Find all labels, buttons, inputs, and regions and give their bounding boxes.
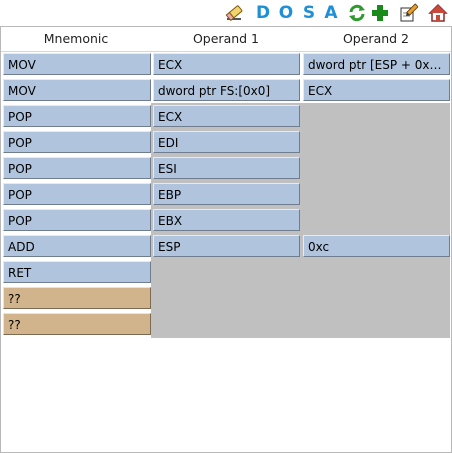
operand-1-cell[interactable]: ECX	[153, 105, 300, 127]
mnemonic-cell[interactable]: MOV	[3, 79, 151, 101]
d-button[interactable]: D	[255, 3, 271, 23]
add-icon[interactable]	[370, 3, 390, 23]
operand-1-cell[interactable]: ESI	[153, 157, 300, 179]
operand-1-cell[interactable]: ESP	[153, 235, 300, 257]
operand-1-cell[interactable]: EBP	[153, 183, 300, 205]
operand-2-cell[interactable]: ECX	[303, 79, 450, 101]
operand-1-cell[interactable]: EDI	[153, 131, 300, 153]
mnemonic-cell[interactable]: POP	[3, 157, 151, 179]
o-button[interactable]: O	[278, 3, 294, 23]
mnemonic-cell[interactable]: ADD	[3, 235, 151, 257]
home-icon[interactable]	[428, 3, 448, 23]
refresh-icon[interactable]	[347, 3, 367, 23]
column-header-operand-1[interactable]: Operand 1	[151, 27, 301, 52]
mnemonic-cell[interactable]: POP	[3, 209, 151, 231]
mnemonic-cell[interactable]: RET	[3, 261, 151, 283]
column-header-operand-2[interactable]: Operand 2	[301, 27, 451, 52]
mnemonic-cell[interactable]: ??	[3, 287, 151, 309]
operand-1-cell[interactable]: dword ptr FS:[0x0]	[153, 79, 300, 101]
operand-1-cell[interactable]: EBX	[153, 209, 300, 231]
a-button[interactable]: A	[324, 3, 338, 23]
operand-2-cell[interactable]: 0xc	[303, 235, 450, 257]
s-button[interactable]: S	[302, 3, 316, 23]
mnemonic-cell[interactable]: ??	[3, 313, 151, 335]
eraser-icon[interactable]	[225, 3, 245, 23]
operand-1-cell[interactable]: ECX	[153, 53, 300, 75]
column-header-mnemonic[interactable]: Mnemonic	[1, 27, 151, 52]
mnemonic-cell[interactable]: MOV	[3, 53, 151, 75]
mnemonic-cell[interactable]: POP	[3, 105, 151, 127]
operand-2-cell[interactable]: dword ptr [ESP + 0x…	[303, 53, 450, 75]
edit-icon[interactable]	[398, 3, 419, 23]
mnemonic-cell[interactable]: POP	[3, 183, 151, 205]
mnemonic-cell[interactable]: POP	[3, 131, 151, 153]
toolbar: D O S A	[0, 0, 452, 26]
